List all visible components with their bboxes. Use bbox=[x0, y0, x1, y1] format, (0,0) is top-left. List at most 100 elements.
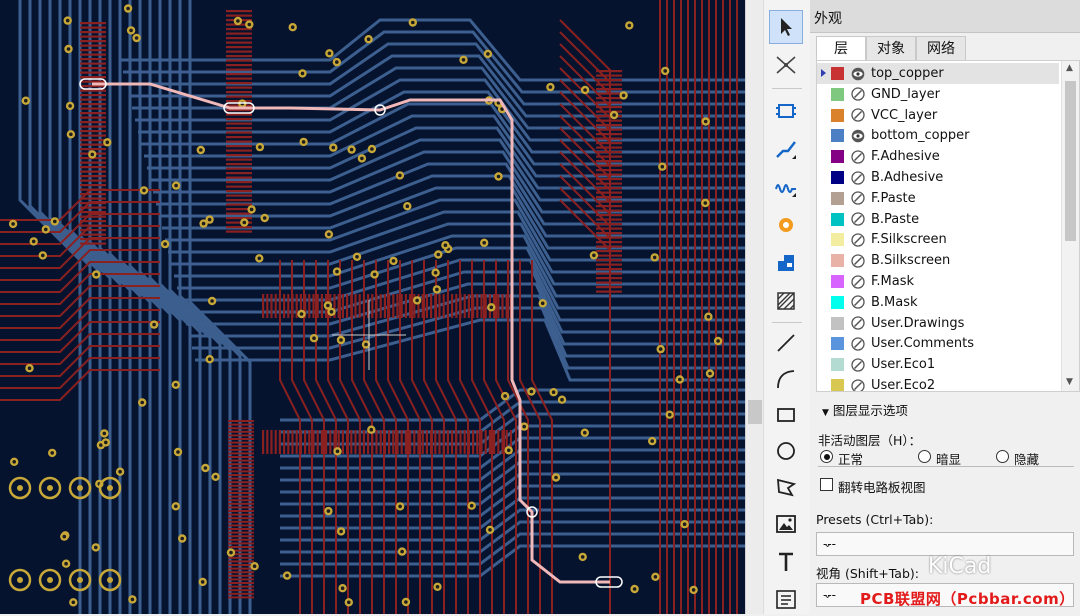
polygon-icon bbox=[776, 478, 797, 497]
draw-circle-button[interactable] bbox=[769, 434, 803, 468]
text-icon bbox=[779, 552, 793, 571]
scroll-down-icon[interactable]: ▼ bbox=[1066, 377, 1073, 387]
layer-color-swatch[interactable] bbox=[831, 254, 844, 268]
add-zone-button[interactable] bbox=[769, 246, 803, 280]
layer-row[interactable]: F.Mask bbox=[817, 271, 1059, 292]
hidden-eye-icon[interactable] bbox=[851, 337, 865, 351]
layer-options-toggle[interactable]: ▼ 图层显示选项 bbox=[822, 400, 908, 419]
radio-hide-label: 隐藏 bbox=[1014, 452, 1040, 467]
layer-color-swatch[interactable] bbox=[831, 191, 844, 205]
active-layer-indicator bbox=[817, 271, 827, 292]
select-tool-button[interactable] bbox=[769, 10, 803, 44]
hidden-eye-icon[interactable] bbox=[851, 233, 865, 247]
layer-row[interactable]: GND_layer bbox=[817, 84, 1059, 105]
active-layer-indicator bbox=[817, 229, 827, 250]
active-layer-indicator bbox=[817, 167, 827, 188]
tab-objects[interactable]: 对象 bbox=[866, 36, 916, 60]
layer-color-swatch[interactable] bbox=[831, 379, 844, 391]
layer-color-swatch[interactable] bbox=[831, 212, 844, 226]
active-layer-indicator bbox=[817, 209, 827, 230]
hidden-eye-icon[interactable] bbox=[851, 295, 865, 309]
layer-color-swatch[interactable] bbox=[831, 87, 844, 101]
active-layer-indicator bbox=[817, 333, 827, 354]
local-ratsnest-button[interactable] bbox=[769, 48, 803, 82]
hidden-eye-icon[interactable] bbox=[851, 378, 865, 393]
tune-length-icon bbox=[775, 184, 796, 197]
hidden-eye-icon[interactable] bbox=[851, 254, 865, 268]
layer-row[interactable]: F.Paste bbox=[817, 188, 1059, 209]
layer-row[interactable]: User.Drawings bbox=[817, 313, 1059, 334]
tab-nets[interactable]: 网络 bbox=[916, 36, 966, 60]
layer-color-swatch[interactable] bbox=[831, 67, 844, 80]
layer-color-swatch[interactable] bbox=[831, 316, 844, 330]
layer-color-swatch[interactable] bbox=[831, 275, 844, 288]
active-layer-indicator bbox=[817, 292, 827, 313]
hidden-eye-icon[interactable] bbox=[851, 191, 865, 205]
draw-arc-button[interactable] bbox=[769, 362, 803, 396]
layer-color-swatch[interactable] bbox=[831, 171, 844, 184]
layer-color-swatch[interactable] bbox=[831, 337, 844, 351]
eye-icon[interactable] bbox=[851, 67, 865, 81]
pcb-canvas[interactable] bbox=[0, 0, 745, 614]
layer-row[interactable]: B.Adhesive bbox=[817, 167, 1059, 188]
radio-hide[interactable] bbox=[996, 450, 1009, 463]
layer-row[interactable]: F.Adhesive bbox=[817, 146, 1059, 167]
active-layer-indicator bbox=[817, 63, 827, 84]
layer-row[interactable]: top_copper bbox=[817, 63, 1059, 84]
layer-row[interactable]: User.Comments bbox=[817, 333, 1059, 354]
eye-icon[interactable] bbox=[851, 129, 865, 143]
hidden-eye-icon[interactable] bbox=[851, 212, 865, 226]
layer-row[interactable]: VCC_layer bbox=[817, 105, 1059, 126]
layer-color-swatch[interactable] bbox=[831, 358, 844, 372]
layer-color-swatch[interactable] bbox=[831, 295, 844, 309]
layer-name: VCC_layer bbox=[871, 107, 938, 123]
tune-length-button[interactable] bbox=[769, 170, 803, 204]
draw-line-button[interactable] bbox=[769, 326, 803, 360]
canvas-scrollbar[interactable] bbox=[745, 0, 764, 614]
route-track-button[interactable] bbox=[769, 132, 803, 166]
layer-row[interactable]: User.Eco2 bbox=[817, 375, 1059, 393]
hidden-eye-icon[interactable] bbox=[851, 358, 865, 372]
layer-list-scroll-thumb[interactable] bbox=[1065, 81, 1076, 241]
active-layer-indicator bbox=[817, 313, 827, 334]
radio-normal-label: 正常 bbox=[838, 452, 864, 467]
add-text-button[interactable] bbox=[769, 545, 803, 579]
hidden-eye-icon[interactable] bbox=[851, 274, 865, 289]
layer-row[interactable]: bottom_copper bbox=[817, 125, 1059, 146]
layer-list-scrollbar[interactable]: ▲ ▼ bbox=[1061, 61, 1079, 391]
layer-color-swatch[interactable] bbox=[831, 233, 844, 247]
layer-color-swatch[interactable] bbox=[831, 129, 844, 143]
hidden-eye-icon[interactable] bbox=[851, 87, 865, 101]
add-via-button[interactable] bbox=[769, 208, 803, 242]
layer-row[interactable]: User.Eco1 bbox=[817, 354, 1059, 375]
layer-row[interactable]: F.Silkscreen bbox=[817, 229, 1059, 250]
hidden-eye-icon[interactable] bbox=[851, 316, 865, 330]
tab-layers[interactable]: 层 bbox=[816, 36, 866, 62]
layer-row[interactable]: B.Silkscreen bbox=[817, 250, 1059, 271]
radio-normal[interactable] bbox=[820, 450, 833, 463]
hidden-eye-icon[interactable] bbox=[851, 108, 865, 122]
radio-dim[interactable] bbox=[918, 450, 931, 463]
add-footprint-button[interactable] bbox=[769, 94, 803, 128]
layer-color-swatch[interactable] bbox=[831, 150, 844, 164]
add-rule-area-button[interactable] bbox=[769, 284, 803, 318]
scroll-up-icon[interactable]: ▲ bbox=[1066, 63, 1073, 73]
draw-polygon-button[interactable] bbox=[769, 470, 803, 504]
layer-row[interactable]: B.Mask bbox=[817, 292, 1059, 313]
presets-label: Presets (Ctrl+Tab): bbox=[816, 512, 934, 527]
chevron-down-icon: ⌄ bbox=[823, 588, 833, 601]
add-image-button[interactable] bbox=[769, 507, 803, 541]
draw-rectangle-button[interactable] bbox=[769, 398, 803, 432]
hidden-eye-icon[interactable] bbox=[851, 150, 865, 164]
layer-color-swatch[interactable] bbox=[831, 108, 844, 122]
layer-row[interactable]: B.Paste bbox=[817, 209, 1059, 230]
line-icon bbox=[777, 334, 795, 352]
add-textbox-button[interactable] bbox=[769, 582, 803, 616]
canvas-scroll-thumb[interactable] bbox=[748, 400, 762, 424]
via-icon bbox=[779, 218, 793, 232]
flip-board-checkbox[interactable] bbox=[820, 478, 833, 491]
presets-dropdown[interactable]: ---⌄ bbox=[816, 532, 1074, 556]
viewport-dropdown[interactable]: ---⌄ bbox=[816, 583, 1074, 607]
route-track-icon bbox=[776, 141, 796, 159]
hidden-eye-icon[interactable] bbox=[851, 170, 865, 185]
